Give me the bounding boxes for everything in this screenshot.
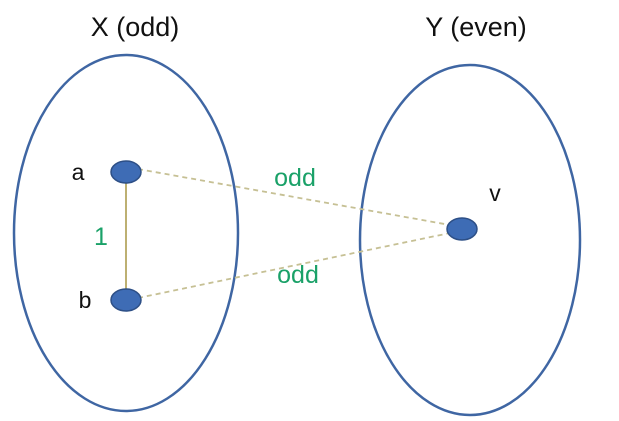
- node-v-label: v: [489, 180, 501, 206]
- edge-a-v-label: odd: [274, 164, 316, 192]
- edge-b-v: [137, 232, 451, 299]
- set-y-title: Y (even): [425, 12, 527, 42]
- edge-b-v-label: odd: [277, 261, 319, 289]
- edge-a-b-label: 1: [94, 223, 108, 251]
- node-b-label: b: [79, 287, 92, 313]
- set-y-ellipse: [358, 63, 582, 417]
- edge-a-v: [137, 168, 451, 226]
- node-b: [110, 288, 142, 312]
- node-a: [110, 160, 142, 184]
- set-x-title: X (odd): [91, 12, 180, 42]
- node-v: [446, 217, 478, 241]
- set-x-ellipse: [12, 53, 240, 413]
- node-a-label: a: [72, 159, 85, 185]
